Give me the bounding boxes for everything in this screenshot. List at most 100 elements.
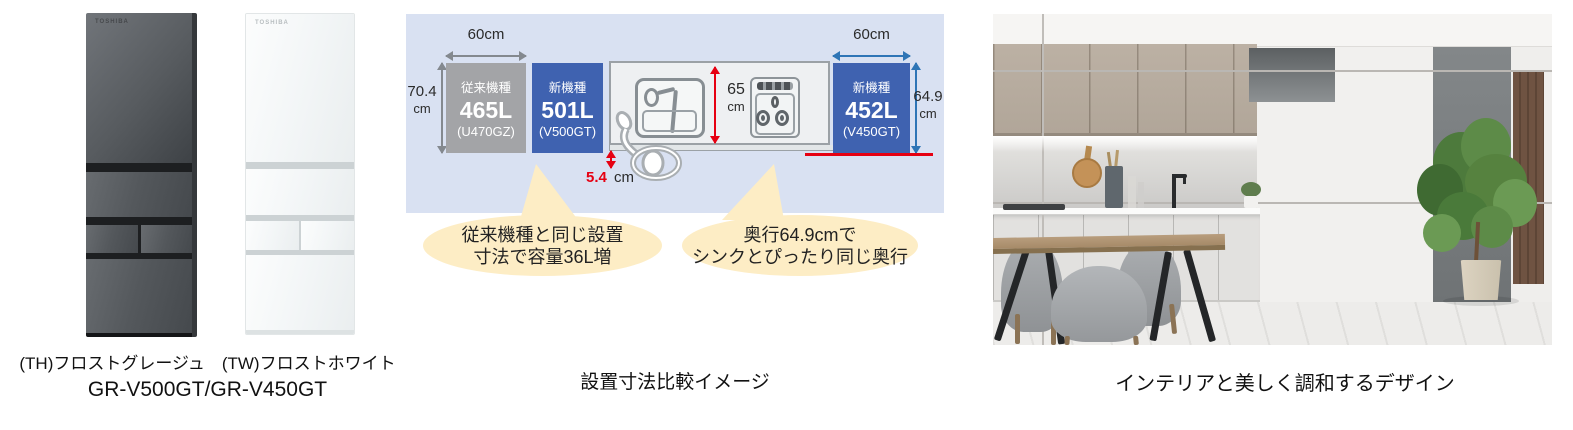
fridge-half-drawers	[246, 220, 354, 250]
width-label-conventional: 60cm	[467, 26, 505, 43]
diagram-caption: 設置寸法比較イメージ	[580, 372, 770, 393]
fridge-door-seam	[86, 217, 192, 225]
cabinet-seam	[1042, 14, 1044, 345]
fridge-half-drawer-left	[86, 225, 138, 253]
model-numbers: GR-V500GT/GR-V450GT	[87, 378, 328, 401]
counter-plant-leaves	[1241, 182, 1261, 197]
height-arrow-blue-icon	[911, 62, 921, 154]
fridge-door-seam	[246, 214, 354, 221]
chair-leg	[1064, 335, 1070, 345]
box-capacity: 465L	[459, 97, 513, 123]
box-model: (U470GZ)	[457, 124, 515, 139]
dimension-comparison-diagram: 60cm 70.4 cm 従来機種 465L (U470GZ) 新機種 501L…	[406, 14, 947, 276]
depth-alignment-line	[805, 153, 933, 156]
refrigerator-frost-white-photo: TOSHIBA	[245, 13, 355, 335]
sink-bowl	[644, 88, 659, 107]
bubble-tail-icon	[722, 164, 784, 220]
fridge-alcove-shadow	[1249, 48, 1335, 102]
left-caption: (TH)フロストグレージュ (TW)フロストホワイト GR-V500GT/GR-…	[5, 351, 410, 403]
box-capacity: 452L	[845, 97, 898, 123]
clearance-unit: cm	[614, 169, 635, 186]
counter-height-unit: cm	[727, 99, 745, 114]
box-model: (V450GT)	[842, 124, 901, 139]
kitchen-counter-illustration	[609, 61, 830, 145]
box-type: 新機種	[852, 81, 891, 95]
fridge-mid-drawer	[86, 172, 192, 217]
plant-shadow	[1443, 296, 1519, 306]
clearance-label: 5.4 cm	[576, 169, 644, 186]
faucet-spout	[1172, 174, 1187, 178]
box-type: 新機種	[548, 81, 587, 95]
cutting-board	[1072, 158, 1102, 188]
upper-wood-cabinets	[993, 44, 1257, 136]
fridge-door-seam	[86, 253, 192, 259]
right-burner	[775, 110, 789, 126]
width-arrow-blue-icon	[832, 51, 911, 61]
toshiba-logo: TOSHIBA	[255, 20, 289, 26]
faucet-tip	[1183, 176, 1186, 184]
fridge-base	[246, 330, 354, 334]
fridge-top-door	[86, 13, 192, 163]
utensil-crock	[1105, 166, 1123, 208]
stove-illustration	[750, 77, 800, 138]
callout-line: 奥行64.9cmで	[743, 224, 857, 245]
fridge-half-drawer-right	[137, 225, 192, 253]
ceiling	[993, 14, 1552, 47]
kitchen-lifestyle-photo	[993, 14, 1552, 345]
stove-grill	[757, 82, 793, 90]
plant-foliage	[1423, 214, 1461, 252]
cabinet-seam	[993, 202, 1552, 204]
height-value: 64.9	[913, 88, 943, 105]
clearance-arrow-icon	[606, 150, 616, 169]
fridge-bottom-drawer	[246, 254, 354, 331]
chair-leg	[1051, 316, 1056, 345]
callout-same-depth: 奥行64.9cmで シンクとぴったり同じ奥行	[682, 215, 918, 276]
fridge-bottom-drawer	[86, 259, 192, 333]
toshiba-logo: TOSHIBA	[95, 19, 129, 25]
fridge-half-drawers	[86, 225, 192, 253]
height-unit: cm	[919, 106, 937, 121]
sink-basin	[642, 110, 697, 132]
left-burner	[756, 110, 770, 126]
plant-pot	[1460, 260, 1502, 300]
chair-leg	[1133, 335, 1139, 345]
fridge-half-drawer-right	[299, 220, 354, 250]
height-value: 70.4	[407, 83, 437, 100]
clearance-value: 5.4	[585, 169, 607, 186]
glass-bottle	[1138, 182, 1144, 208]
counter-height-value: 65	[727, 81, 745, 98]
height-label-new: 64.9 cm	[909, 88, 947, 122]
bubble-tail-icon	[520, 164, 578, 220]
height-arrow-gray-icon	[437, 62, 447, 154]
box-capacity: 501L	[541, 97, 594, 123]
callout-line: 従来機種と同じ設置	[461, 224, 624, 245]
sink-illustration	[635, 78, 705, 138]
callout-same-footprint: 従来機種と同じ設置 寸法で容量36L増	[423, 215, 662, 276]
callout-line: シンクとぴったり同じ奥行	[692, 246, 908, 267]
height-unit: cm	[413, 101, 431, 116]
counter-plant-pot	[1244, 196, 1258, 208]
callout-line: 寸法で容量36L増	[473, 246, 612, 267]
chair-leg	[1015, 314, 1020, 344]
under-cabinet-light	[993, 136, 1257, 152]
drain-hose-illustration	[615, 111, 682, 181]
fridge-door-seam	[86, 163, 192, 172]
fridge-half-drawer-left	[246, 220, 299, 250]
fridge-mid-drawer	[246, 169, 354, 215]
color-names: (TH)フロストグレージュ (TW)フロストホワイト	[19, 354, 396, 373]
cooktop	[1003, 204, 1065, 210]
fridge-door-seam	[246, 162, 354, 170]
box-model: (V500GT)	[538, 124, 597, 139]
counter-height-label: 65 cm	[722, 81, 750, 115]
counter-height-arrow-icon	[710, 66, 720, 144]
box-type: 従来機種	[460, 81, 511, 95]
new-model-500-box: 新機種 501L (V500GT)	[532, 63, 603, 153]
new-model-450-box: 新機種 452L (V450GT)	[833, 63, 910, 153]
fridge-top-door	[246, 14, 354, 163]
refrigerator-frost-grege-photo: TOSHIBA	[86, 13, 197, 337]
dining-chair-front	[1051, 266, 1147, 342]
kitchen-caption: インテリアと美しく調和するデザイン	[1115, 373, 1455, 395]
width-arrow-gray-icon	[445, 51, 527, 61]
glass-bottle	[1128, 176, 1136, 208]
width-label-new: 60cm	[853, 26, 890, 43]
